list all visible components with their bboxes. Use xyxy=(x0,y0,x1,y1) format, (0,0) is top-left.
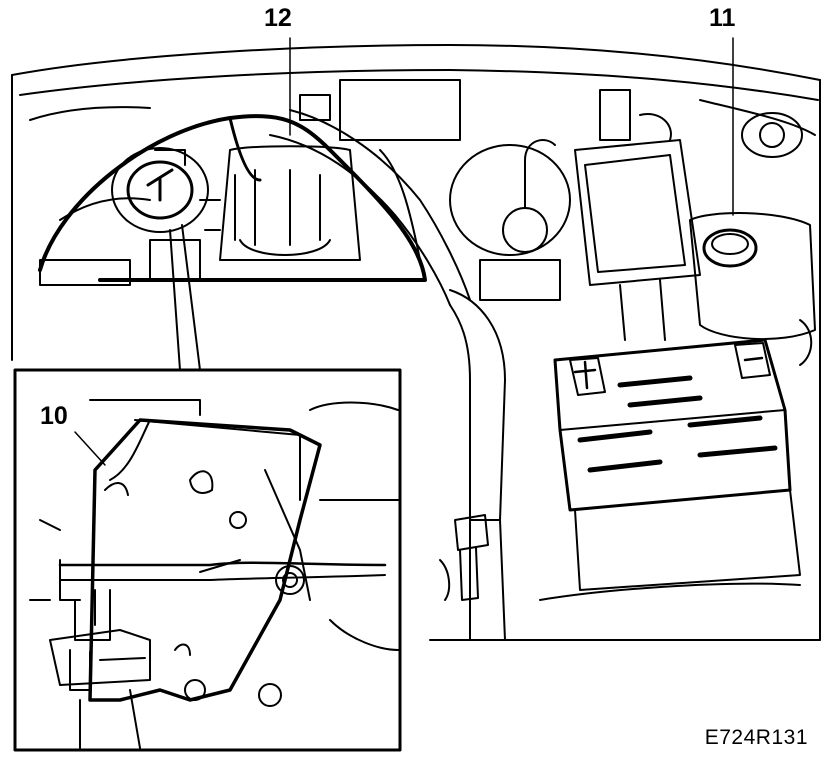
brake-booster xyxy=(449,139,571,301)
small-connector xyxy=(439,514,489,601)
callout-10: 10 xyxy=(40,402,68,430)
detail-inset xyxy=(13,368,402,752)
fuse-box xyxy=(574,89,701,341)
callout-11: 11 xyxy=(709,4,736,32)
detail-leader-lines xyxy=(169,224,201,371)
coolant-pipe xyxy=(269,109,506,641)
figure-reference-code: E724R131 xyxy=(704,726,808,749)
battery xyxy=(539,338,801,601)
hose-12 xyxy=(38,114,427,282)
sensor-10-topview xyxy=(111,147,209,233)
callout-12: 12 xyxy=(264,4,292,32)
callout-leaders xyxy=(74,37,734,466)
expansion-tank-11 xyxy=(689,112,816,366)
engine-bay-outline xyxy=(11,44,821,641)
